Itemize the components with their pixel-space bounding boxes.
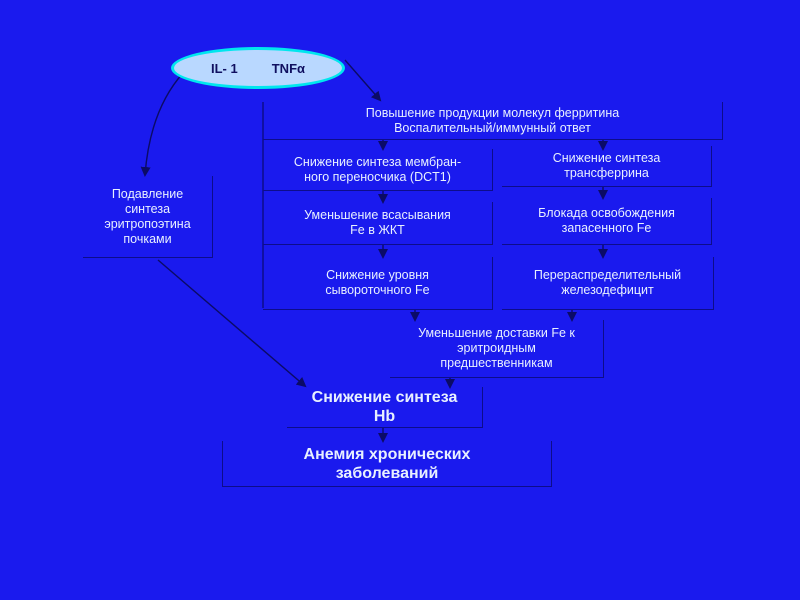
box-delivery: Уменьшение доставки Fe к эритроидным пре… xyxy=(390,320,604,378)
cytokine-oval: IL- 1 TNFα xyxy=(171,47,345,89)
il1-label: IL- 1 xyxy=(211,60,238,76)
arrow-oval-to-ferritin xyxy=(344,59,382,102)
box-transferrin: Снижение синтеза трансферрина xyxy=(502,146,712,187)
box-redistribution: Перераспределительный железодефицит xyxy=(502,257,714,310)
box-ferritin: Повышение продукции молекул ферритина Во… xyxy=(263,102,723,140)
box-release: Блокада освобождения запасенного Fe xyxy=(502,198,712,245)
arrow-epo-to-hb xyxy=(157,259,307,388)
box-anemia: Анемия хронических заболеваний xyxy=(222,441,552,487)
arrow-oval-to-epo xyxy=(140,72,184,177)
box-serum: Снижение уровня сывороточного Fe xyxy=(263,257,493,310)
box-hb: Снижение синтеза Hb xyxy=(287,387,483,428)
tnf-alpha-label: TNFα xyxy=(271,60,305,76)
box-dct1: Снижение синтеза мембран- ного переносчи… xyxy=(263,149,493,191)
box-epo: Подавление синтеза эритропоэтина почками xyxy=(83,176,213,258)
box-absorption: Уменьшение всасывания Fe в ЖКТ xyxy=(263,202,493,245)
